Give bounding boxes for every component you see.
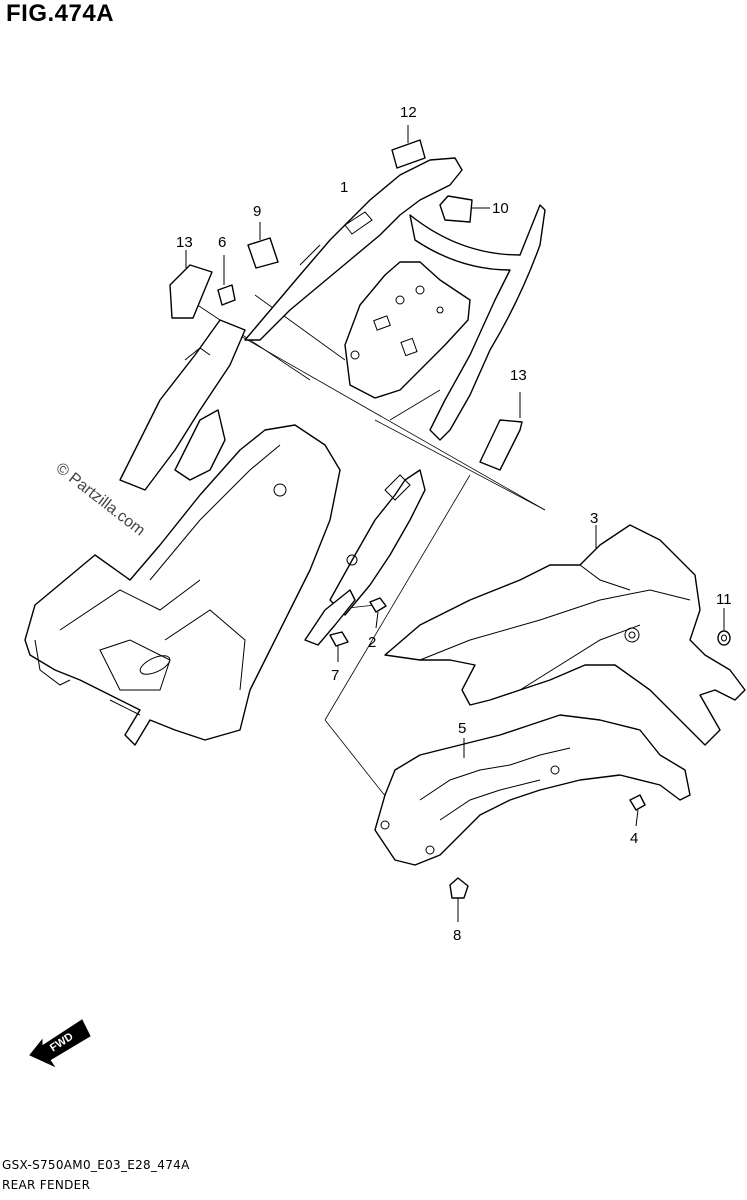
callout-4: 4 xyxy=(630,830,638,847)
part-1-rear-fender xyxy=(244,157,546,441)
callout-9: 9 xyxy=(253,203,261,220)
callout-5: 5 xyxy=(458,720,466,737)
part-4-screw xyxy=(629,794,646,827)
part-9-pad xyxy=(247,222,279,269)
callout-13-right: 13 xyxy=(510,367,527,384)
callout-12: 12 xyxy=(400,104,417,121)
part-7-nut xyxy=(329,631,349,662)
figure-code: GSX-S750AM0_E03_E28_474A xyxy=(2,1158,190,1172)
part-10-pad xyxy=(439,195,490,223)
callout-11: 11 xyxy=(716,591,732,608)
part-5-lower-cover xyxy=(374,714,691,866)
figure-title: FIG.474A xyxy=(6,0,115,27)
part-8-clip xyxy=(449,877,469,922)
part-3-tail-cover xyxy=(384,524,746,746)
callout-13-left: 13 xyxy=(176,234,193,251)
callouts: 12 1 10 9 13 6 13 3 11 2 7 5 4 8 xyxy=(176,104,732,944)
part-11-grommet xyxy=(717,608,731,646)
fwd-arrow: FWD xyxy=(29,1019,91,1068)
callout-6: 6 xyxy=(218,234,226,251)
callout-3: 3 xyxy=(590,510,598,527)
callout-1: 1 xyxy=(340,179,348,196)
right-side-rail xyxy=(304,469,426,646)
callout-8: 8 xyxy=(453,927,461,944)
under-tray xyxy=(24,424,341,746)
reference-lines xyxy=(189,294,546,841)
part-6-clip xyxy=(217,255,236,306)
callout-10: 10 xyxy=(492,200,509,217)
part-13-pad-right xyxy=(479,392,523,471)
left-side-rail xyxy=(119,319,246,491)
callout-7: 7 xyxy=(331,667,339,684)
part-13-pad-left xyxy=(169,250,213,319)
figure-name: REAR FENDER xyxy=(2,1178,91,1192)
callout-2: 2 xyxy=(368,634,376,651)
part-2-screw xyxy=(369,597,387,629)
part-12-pad xyxy=(391,125,426,169)
center-bracket-plate xyxy=(344,261,471,399)
